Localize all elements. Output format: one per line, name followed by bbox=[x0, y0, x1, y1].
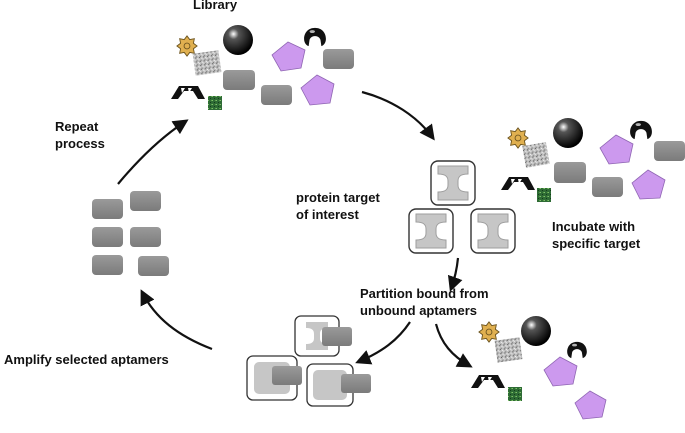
arrow-library-to-incubate bbox=[361, 90, 435, 141]
i-beam-target-icon bbox=[470, 208, 516, 254]
speckled-square-icon bbox=[522, 142, 550, 168]
repeat-process-label-line1: Repeat bbox=[55, 119, 99, 134]
bound-complex bbox=[246, 355, 302, 401]
arrow-amplify-to-pool bbox=[140, 289, 213, 351]
unbound-aptamer-cluster bbox=[471, 316, 607, 420]
library-label: Library bbox=[193, 0, 238, 12]
gray-aptamer-block-icon bbox=[92, 199, 123, 219]
purple-pentagon-icon bbox=[631, 169, 666, 200]
gold-star-icon bbox=[478, 321, 500, 343]
hooded-sphere-icon bbox=[567, 341, 587, 359]
library-cluster bbox=[171, 25, 354, 110]
gray-aptamer-block-icon bbox=[92, 227, 123, 247]
amplify-label: Amplify selected aptamers bbox=[4, 352, 169, 367]
green-square-icon bbox=[208, 96, 222, 110]
gray-aptamer-block-icon bbox=[138, 256, 169, 276]
green-square-icon bbox=[537, 188, 551, 202]
cycle-arrows bbox=[117, 90, 473, 368]
bound-complex bbox=[306, 363, 371, 407]
i-beam-target-icon bbox=[408, 208, 454, 254]
gray-aptamer-block-icon bbox=[130, 191, 161, 211]
gray-aptamer-block-icon bbox=[554, 162, 586, 183]
arrow-repeat-to-library bbox=[117, 119, 189, 185]
purple-pentagon-icon bbox=[300, 74, 335, 106]
gray-aptamer-block-icon bbox=[130, 227, 161, 247]
black-sphere-icon bbox=[553, 118, 583, 148]
black-sphere-icon bbox=[223, 25, 253, 55]
gray-aptamer-block-icon bbox=[223, 70, 255, 90]
purple-pentagon-icon bbox=[574, 390, 607, 420]
bound-complex-group bbox=[246, 315, 371, 407]
incubation-cluster bbox=[501, 118, 685, 202]
black-arch-icon bbox=[501, 177, 535, 190]
protein-target-label-line1: protein target bbox=[296, 190, 380, 205]
gray-aptamer-block-icon bbox=[592, 177, 623, 197]
partition-label-line2: unbound aptamers bbox=[360, 303, 478, 318]
amplified-aptamer-grid bbox=[92, 191, 169, 276]
gray-aptamer-block-icon bbox=[261, 85, 292, 105]
partition-label-line1: Partition bound from bbox=[360, 286, 489, 301]
arrow-partition-to-bound bbox=[355, 321, 411, 365]
purple-pentagon-icon bbox=[271, 41, 306, 72]
protein-target-label-line2: of interest bbox=[296, 207, 359, 222]
black-arch-icon bbox=[471, 375, 505, 388]
i-beam-target-icon bbox=[430, 160, 476, 206]
repeat-process-label-line2: process bbox=[55, 136, 105, 151]
gray-aptamer-block-icon bbox=[323, 49, 354, 69]
speckled-square-icon bbox=[192, 50, 222, 76]
incubate-label-line1: Incubate with bbox=[552, 219, 636, 234]
purple-pentagon-icon bbox=[599, 134, 634, 165]
gold-star-icon bbox=[507, 127, 529, 149]
black-arch-icon bbox=[171, 86, 205, 99]
arrow-target-to-partition bbox=[447, 257, 463, 292]
gray-aptamer-block-icon bbox=[654, 141, 685, 161]
gold-star-icon bbox=[176, 35, 198, 57]
gray-aptamer-block-icon bbox=[92, 255, 123, 275]
hooded-sphere-icon bbox=[630, 120, 652, 140]
green-square-icon bbox=[508, 387, 522, 401]
arrow-partition-to-unbound bbox=[434, 323, 473, 368]
incubate-label-line2: specific target bbox=[552, 236, 641, 251]
black-sphere-icon bbox=[521, 316, 551, 346]
protein-target-group bbox=[408, 160, 516, 254]
hooded-sphere-icon bbox=[304, 27, 326, 47]
speckled-square-icon bbox=[494, 337, 523, 363]
bound-complex bbox=[294, 315, 352, 357]
purple-pentagon-icon bbox=[543, 356, 578, 387]
